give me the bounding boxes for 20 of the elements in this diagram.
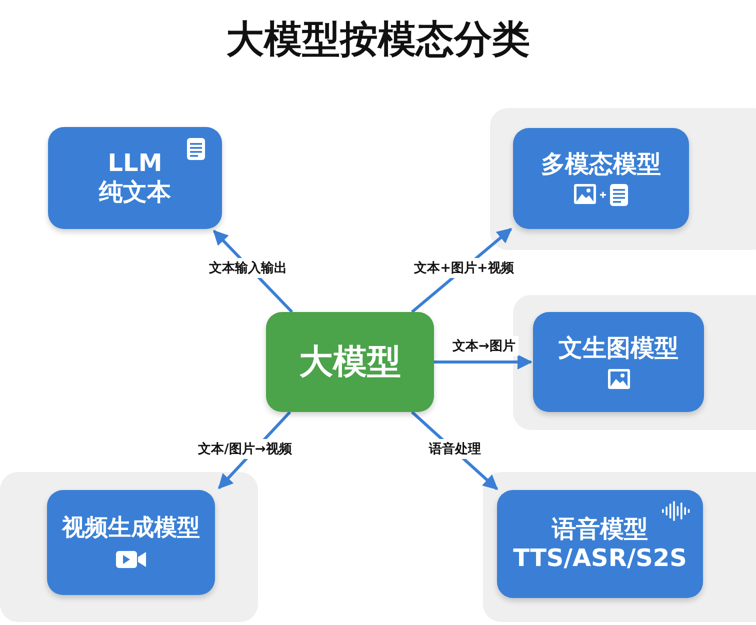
arrow bbox=[434, 354, 532, 370]
model-box bbox=[48, 127, 222, 229]
box-title: 文生图模型 bbox=[558, 334, 678, 363]
model-box bbox=[47, 490, 215, 595]
edge-label: 文本/图片→视频 bbox=[195, 439, 295, 459]
edge-label: 文本→图片 bbox=[450, 336, 518, 356]
box-subtitle: TTS/ASR/S2S bbox=[513, 544, 687, 573]
box-title: LLM bbox=[108, 149, 162, 178]
box-title: 多模态模型 bbox=[541, 150, 661, 178]
model-box bbox=[513, 128, 689, 229]
box-title: 大模型 bbox=[299, 342, 401, 382]
model-box bbox=[533, 312, 704, 412]
box-title: 语音模型 bbox=[552, 515, 648, 544]
box-title: 视频生成模型 bbox=[62, 515, 200, 543]
edge-label: 语音处理 bbox=[426, 439, 484, 459]
model-box bbox=[497, 490, 703, 598]
edge-label: 文本+图片+视频 bbox=[411, 258, 517, 278]
central-box bbox=[266, 312, 434, 412]
box-subtitle: 纯文本 bbox=[99, 178, 171, 207]
title: 大模型按模态分类 bbox=[225, 16, 531, 63]
